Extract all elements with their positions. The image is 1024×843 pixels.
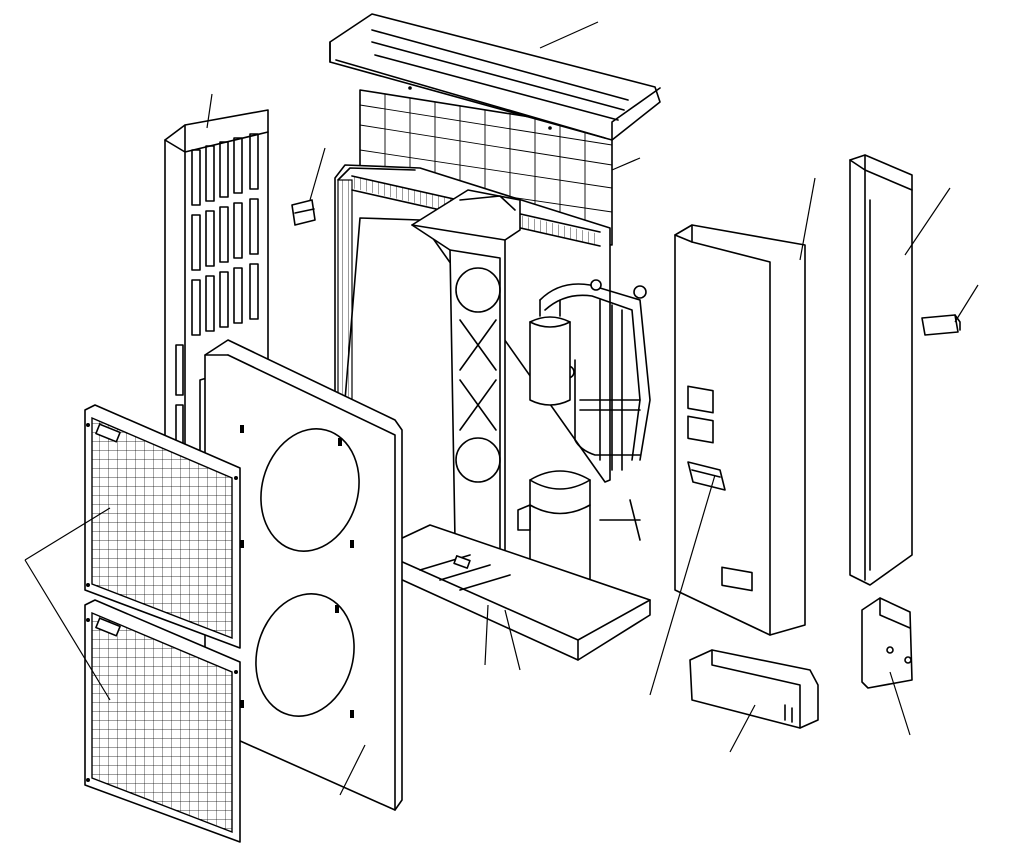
pipe-assembly: [539, 279, 651, 541]
right-rear-panel: [849, 154, 913, 586]
valve-cover: [689, 649, 819, 729]
right-side-panel: [674, 224, 806, 636]
service-handle: [687, 461, 726, 491]
partition-plate: [411, 189, 521, 561]
small-clip-left: [291, 199, 316, 226]
base-plate: [397, 524, 651, 661]
fan-guard-lower: [84, 599, 241, 843]
accumulator: [529, 299, 571, 406]
leader-lines: [24, 21, 979, 796]
fan-guard-upper: [84, 404, 241, 649]
small-clip-right: [921, 314, 961, 336]
corner-bracket: [861, 597, 913, 689]
top-plate: [329, 13, 661, 141]
